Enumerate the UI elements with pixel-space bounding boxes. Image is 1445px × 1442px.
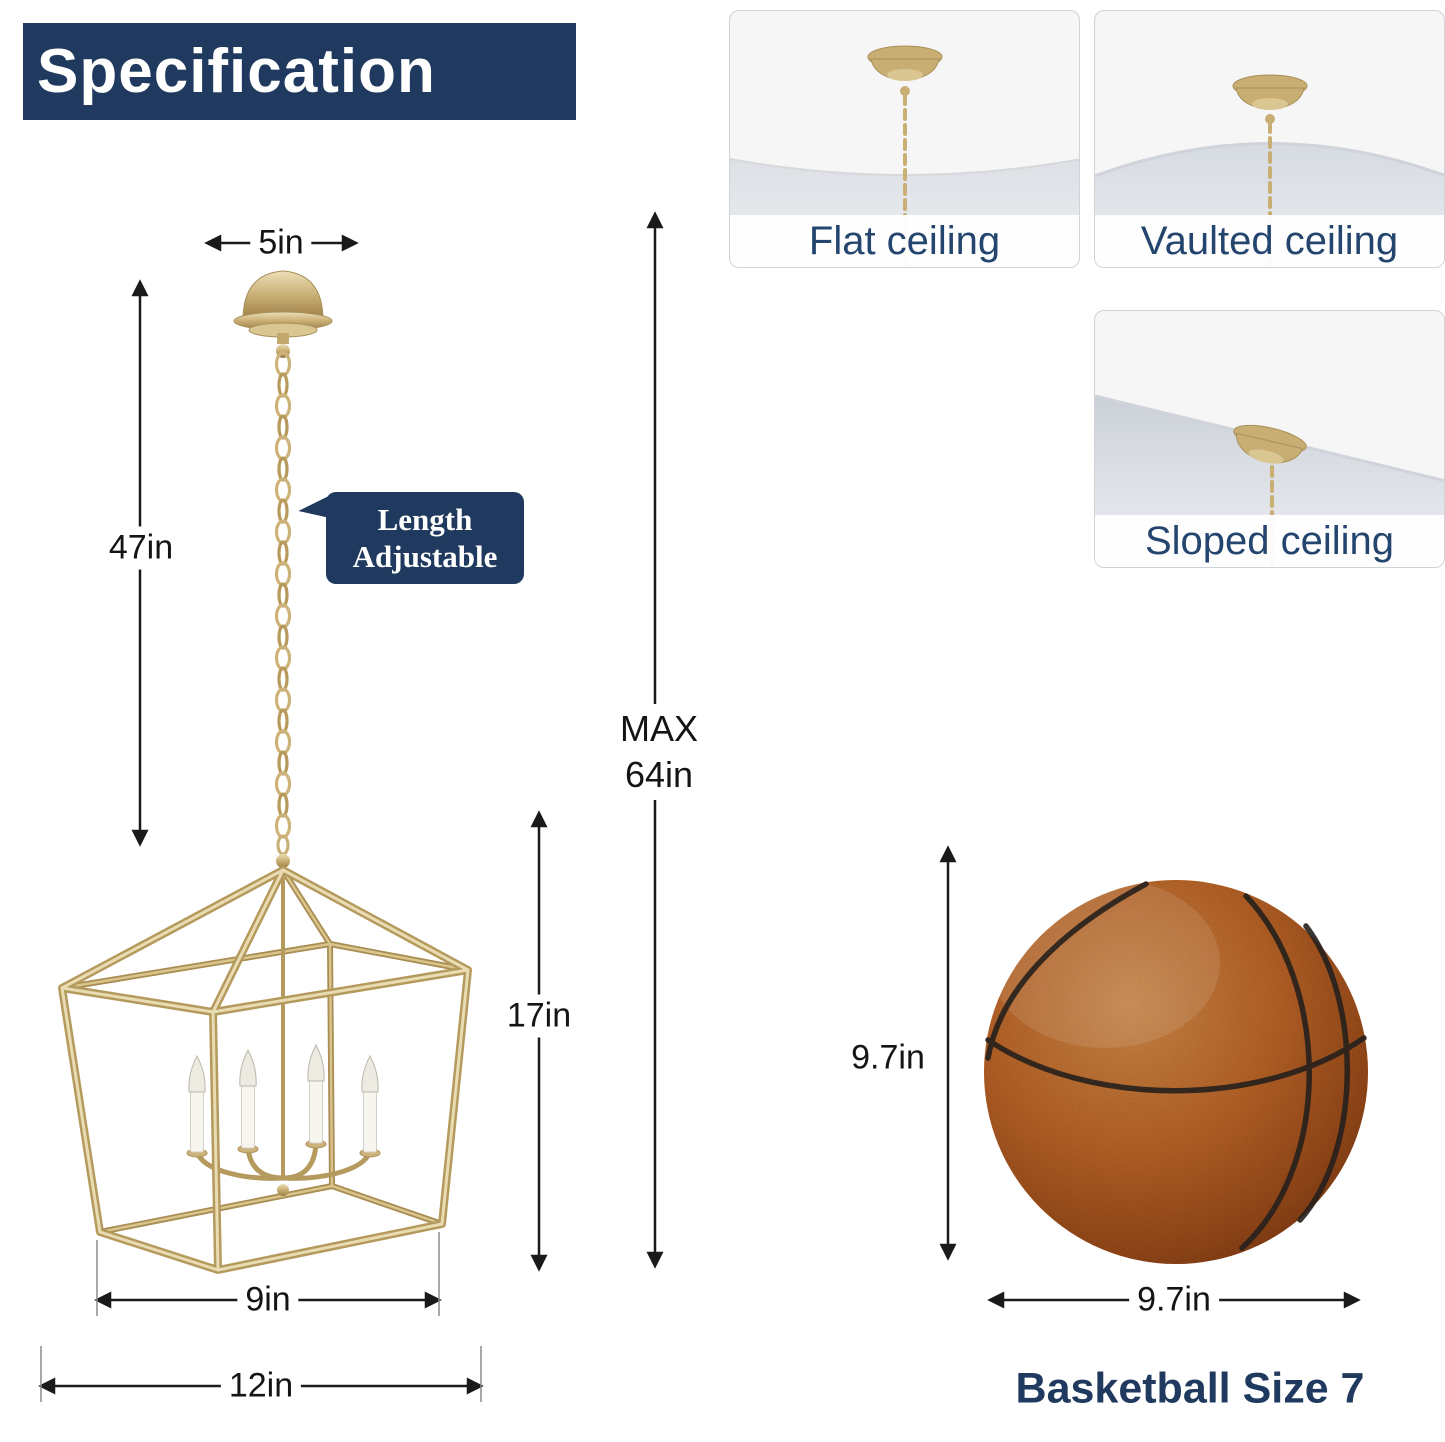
basketball-width-label: 9.7in (1129, 1278, 1219, 1322)
basketball-height-arrow (939, 845, 957, 1261)
cage-height-label: 17in (498, 994, 580, 1038)
length-adjustable-callout: Length Adjustable (326, 492, 524, 584)
chandelier-canopy (233, 270, 333, 358)
canopy-width-label: 5in (250, 221, 312, 265)
vaulted-ceiling-label: Vaulted ceiling (1095, 215, 1444, 267)
max-height-line1: MAX (619, 708, 699, 749)
chandelier (58, 270, 472, 1274)
sloped-ceiling-label: Sloped ceiling (1095, 515, 1444, 567)
candle-cluster (186, 878, 381, 1196)
candles (190, 1080, 377, 1153)
ceiling-card-flat: Flat ceiling (729, 10, 1080, 268)
page-title: Specification (23, 23, 576, 120)
ceiling-card-vaulted: Vaulted ceiling (1094, 10, 1445, 268)
outer-width-label: 12in (220, 1364, 302, 1408)
max-height-label: MAX 64in (611, 704, 707, 800)
basketball-height-label: 9.7in (851, 1038, 925, 1077)
extension-lines (40, 1232, 482, 1402)
mini-canopy-vaulted (1232, 74, 1308, 124)
callout-line1: Length (377, 502, 473, 537)
flame-bulbs (188, 1043, 379, 1093)
cage-height-arrow (530, 810, 548, 1272)
basketball-seams (985, 881, 1367, 1251)
flat-ceiling-label: Flat ceiling (730, 215, 1079, 267)
chandelier-chain (274, 351, 292, 839)
lantern-cage-front (58, 866, 472, 1274)
chain-length-label: 47in (100, 526, 182, 570)
mini-canopy-flat (867, 45, 943, 96)
ceiling-card-sloped: Sloped ceiling (1094, 310, 1445, 568)
cage-finial (276, 854, 290, 868)
inner-width-label: 9in (237, 1278, 299, 1322)
basketball (984, 878, 1368, 1264)
mini-canopy-sloped (1233, 424, 1307, 464)
callout-line2: Adjustable (352, 539, 498, 574)
lantern-cage-back (59, 867, 471, 1235)
max-height-line2: 64in (624, 754, 694, 795)
basketball-caption: Basketball Size 7 (1015, 1364, 1365, 1413)
chain-end-link (276, 834, 290, 856)
